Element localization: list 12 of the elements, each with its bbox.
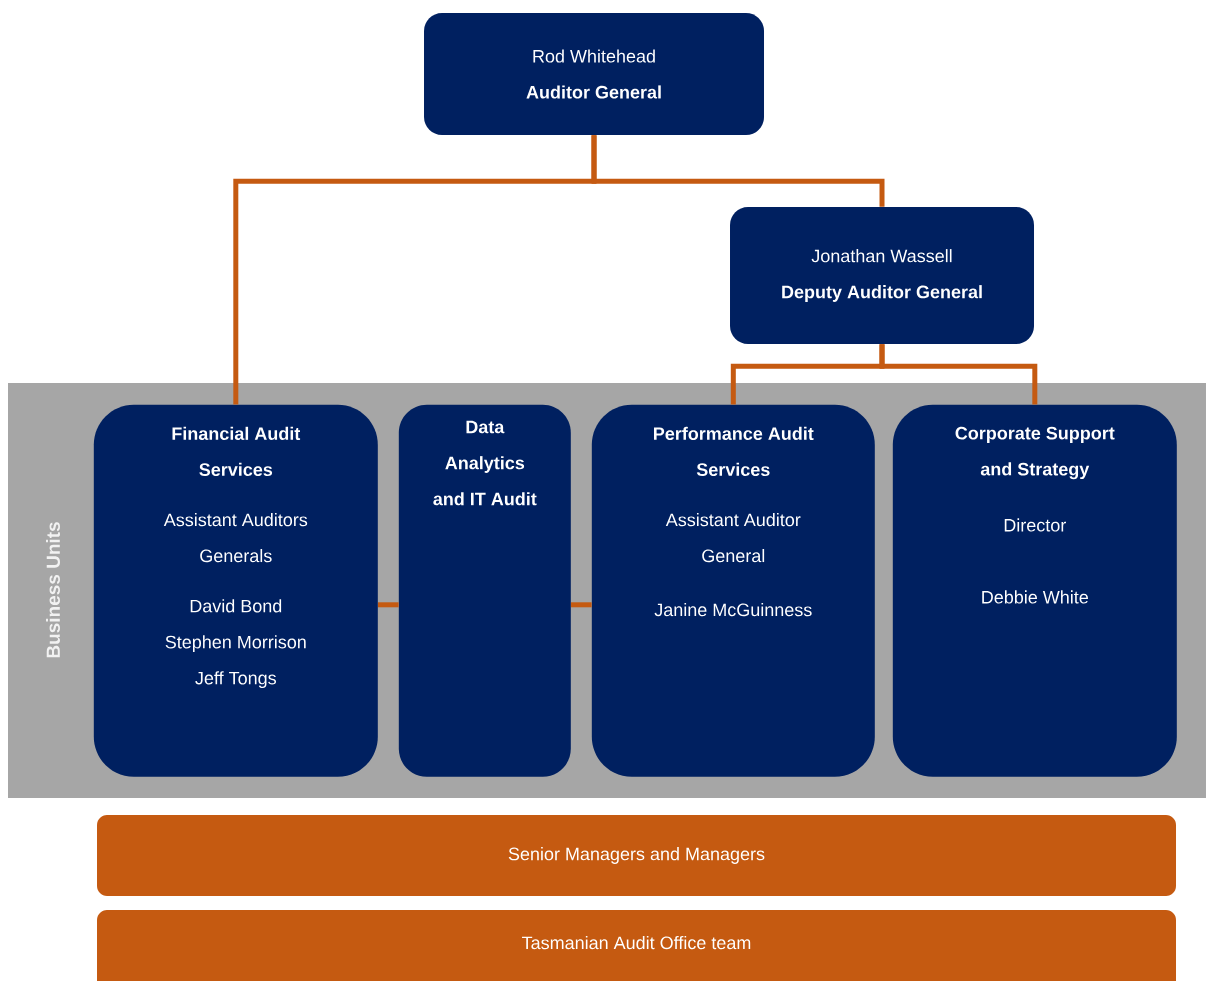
- connector-line: [571, 602, 592, 608]
- person-box: Rod Whitehead Auditor General: [424, 13, 764, 135]
- unit-box: Financial Audit Services Assistant Auditors Generals David Bond Stephen Morrison Jeff Tongs: [93, 404, 378, 777]
- connector-line: [591, 135, 885, 207]
- unit-box: Corporate Support and Strategy Director Debbie White: [892, 404, 1177, 777]
- staff-bar: Senior Managers and Managers: [97, 815, 1176, 896]
- staff-bar: Tasmanian Audit Office team: [97, 910, 1176, 981]
- connector-line: [879, 344, 1038, 405]
- person-box: Jonathan Wassell Deputy Auditor General: [730, 207, 1034, 344]
- unit-box: Data Analytics and IT Audit: [398, 404, 571, 777]
- unit-box: Performance Audit Services Assistant Auditor General Janine McGuinness: [591, 404, 875, 777]
- connector-line: [378, 602, 399, 608]
